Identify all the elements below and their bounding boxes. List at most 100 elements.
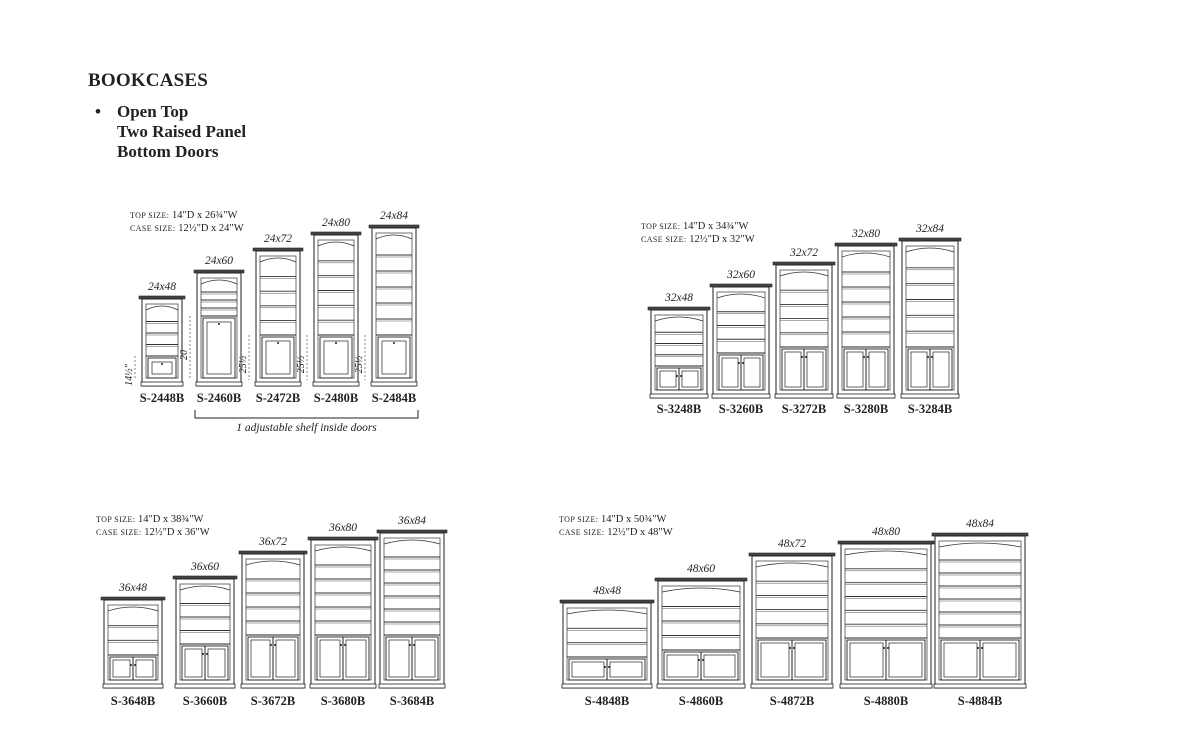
door <box>202 317 236 379</box>
top-size-value: 14"D x 26¾"W <box>172 210 238 221</box>
door-raised-panel <box>982 642 1017 678</box>
door-knob <box>927 356 929 358</box>
bookcase-unit <box>134 295 186 387</box>
door-raised-panel <box>760 642 790 678</box>
bookcase-base <box>839 683 933 689</box>
size-label: 48x72 <box>778 538 806 550</box>
bookcase-arch <box>383 539 441 545</box>
door-raised-panel <box>659 370 677 388</box>
bookcase-base <box>711 393 771 399</box>
door-height-dimension: 25½ <box>354 355 365 373</box>
top-size-key: TOP SIZE: <box>641 222 681 231</box>
bookcase-unit <box>189 269 245 387</box>
feature-line: Two Raised Panel <box>117 122 247 141</box>
bookcase-base <box>378 683 446 689</box>
size-label: 36x60 <box>190 561 219 573</box>
door-raised-panel <box>743 357 761 388</box>
model-code: S-3684B <box>390 694 434 708</box>
bookcase-base <box>656 683 746 689</box>
door-raised-panel <box>794 642 824 678</box>
bookcase-case <box>313 234 359 387</box>
bookcase-base <box>370 381 418 387</box>
model-code: S-3648B <box>111 694 155 708</box>
size-label: 48x60 <box>687 563 715 575</box>
door-knob <box>134 664 136 666</box>
bookcase-base <box>312 381 360 387</box>
top-size-value: 14"D x 50¾"W <box>601 514 667 525</box>
case-size-value: 12½"D x 24"W <box>178 223 244 234</box>
bookcase-base <box>836 393 896 399</box>
bookcase-arch <box>661 587 741 593</box>
spec-block-24: TOP SIZE: 14"D x 26¾"W CASE SIZE: 12½"D … <box>130 209 244 235</box>
feature-line: Bottom Doors <box>117 142 219 161</box>
bookcase-unit <box>238 550 308 689</box>
door-raised-panel <box>388 639 410 678</box>
model-code: S-2480B <box>314 391 358 405</box>
door-raised-panel <box>868 351 886 388</box>
door-knob <box>977 647 979 649</box>
door <box>740 354 764 391</box>
model-code: S-3280B <box>844 402 888 416</box>
model-code: S-2484B <box>372 391 416 405</box>
case-size-key: CASE SIZE: <box>130 224 176 233</box>
spec-block-48: TOP SIZE: 14"D x 50¾"W CASE SIZE: 12½"D … <box>559 513 673 539</box>
door-knob <box>274 644 276 646</box>
size-label: 24x48 <box>148 281 176 293</box>
bookcase-unit <box>772 261 836 399</box>
door-knob <box>413 644 415 646</box>
door <box>865 348 889 391</box>
feature-list: • Open Top Two Raised Panel Bottom Doors <box>95 102 246 162</box>
bookcase-arch <box>145 305 179 311</box>
bookcase-unit <box>364 224 420 387</box>
model-code: S-4860B <box>679 694 723 708</box>
bookcase-unit <box>898 237 962 399</box>
door-raised-panel <box>806 351 824 388</box>
bookcase-unit <box>837 540 935 689</box>
case-size-value: 12½"D x 36"W <box>144 527 210 538</box>
size-label: 48x80 <box>872 526 900 538</box>
door-knob <box>793 647 795 649</box>
bookcase-base <box>102 683 164 689</box>
door <box>147 357 177 379</box>
model-code: S-3680B <box>321 694 365 708</box>
model-code: S-3672B <box>251 694 295 708</box>
door-knob <box>931 356 933 358</box>
model-code: S-2472B <box>256 391 300 405</box>
door-knob <box>887 647 889 649</box>
top-size-value: 14"D x 34¾"W <box>683 221 749 232</box>
bookcase-arch <box>259 257 297 263</box>
model-code: S-4848B <box>585 694 629 708</box>
bookcase-arch <box>566 609 648 615</box>
door-raised-panel <box>206 321 232 375</box>
model-code: S-3260B <box>719 402 763 416</box>
bookcase-unit <box>248 247 304 387</box>
door-raised-panel <box>323 340 349 375</box>
door-knob <box>608 666 610 668</box>
bookcase-arch <box>375 234 413 240</box>
case-size-key: CASE SIZE: <box>641 235 687 244</box>
bookcase-base <box>240 683 306 689</box>
bookcase-base <box>649 393 709 399</box>
door-knob <box>335 342 337 344</box>
door <box>319 336 353 379</box>
size-label: 48x48 <box>593 585 621 597</box>
door-knob <box>676 375 678 377</box>
page-title: BOOKCASES <box>88 70 209 91</box>
bookcase-base <box>774 393 834 399</box>
door <box>803 348 827 391</box>
door-knob <box>680 375 682 377</box>
size-label: 32x80 <box>851 228 880 240</box>
door-knob <box>702 659 704 661</box>
door-raised-panel <box>381 340 407 375</box>
door <box>678 367 702 391</box>
bookcase-base <box>933 683 1027 689</box>
door-knob <box>344 644 346 646</box>
bookcase-base <box>561 683 653 689</box>
bookcase-unit <box>172 575 238 689</box>
size-label: 36x48 <box>118 582 147 594</box>
bookcase-arch <box>107 606 159 612</box>
bookcase-unit <box>306 231 362 387</box>
door-raised-panel <box>184 648 203 678</box>
size-label: 32x84 <box>915 223 944 235</box>
